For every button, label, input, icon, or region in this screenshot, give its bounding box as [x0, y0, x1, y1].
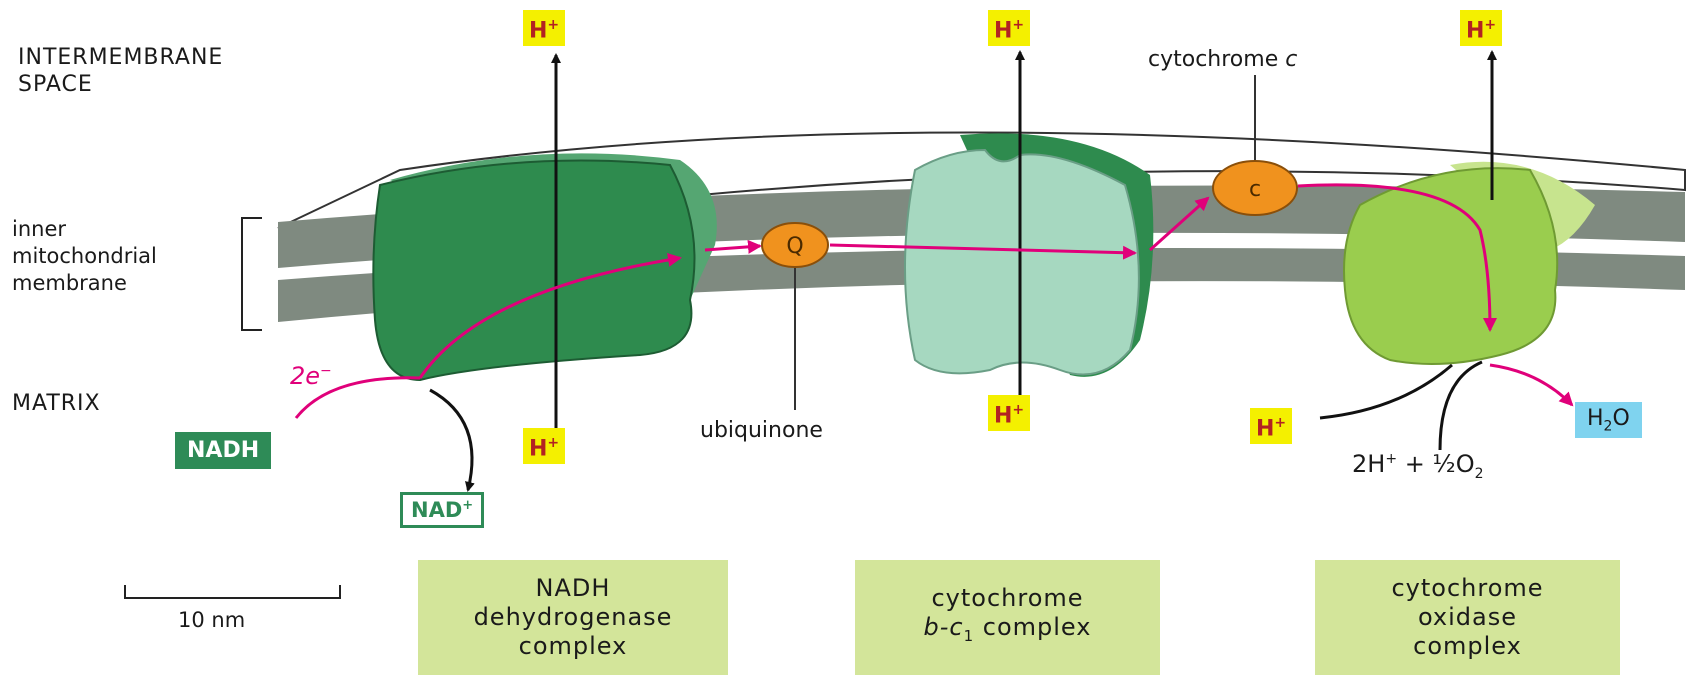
complex-i-shape	[373, 161, 694, 381]
h-plus-text: H	[994, 403, 1012, 428]
electron-pair-sup: −	[320, 363, 332, 379]
h-plus-text: H	[529, 436, 547, 461]
matrix-label: MATRIX	[12, 390, 101, 417]
complex-i-name-box: NADH dehydrogenase complex	[418, 560, 728, 675]
intermembrane-line-2: SPACE	[18, 71, 223, 98]
h-plus-text: H	[1466, 18, 1484, 43]
reaction-label: 2H+ + ½O2	[1352, 450, 1484, 482]
complex-iii-complex-word: complex	[974, 613, 1091, 641]
reaction-a: 2H	[1352, 450, 1385, 478]
intermembrane-space-label: INTERMEMBRANE SPACE	[18, 44, 223, 98]
reaction-a-sup: +	[1385, 451, 1397, 467]
h-plus-bottom-2: H+	[988, 395, 1030, 431]
cytochrome-c-label: cytochrome c	[1148, 47, 1297, 72]
complex-iv-shape	[1344, 168, 1557, 364]
complex-i-line-3: complex	[519, 632, 628, 661]
complex-iv-name-box: cytochrome oxidase complex	[1315, 560, 1620, 675]
h-plus-sup: +	[1012, 17, 1024, 33]
h-plus-text: H	[1256, 416, 1274, 441]
cytochrome-c-symbol: c	[1249, 177, 1261, 202]
electron-path-to-water	[1490, 365, 1572, 405]
membrane-line-3: membrane	[12, 270, 157, 297]
h-plus-text: H	[529, 18, 547, 43]
h-plus-sup: +	[1274, 415, 1286, 431]
nad-base: NAD	[411, 498, 462, 522]
reaction-b-sub: 2	[1475, 466, 1484, 482]
h-plus-sup: +	[1012, 402, 1024, 418]
cytochrome-c-letter: c	[1285, 47, 1297, 72]
nad-plus-label: NAD+	[400, 492, 484, 528]
complex-iii-shape	[905, 150, 1139, 375]
complex-iii-line-1: cytochrome	[931, 584, 1083, 613]
h-plus-bottom-3: H+	[1250, 408, 1292, 444]
complex-iii-line-2: b-c1 complex	[924, 613, 1092, 651]
ubiquinone-label: ubiquinone	[700, 418, 823, 443]
complex-i-line-2: dehydrogenase	[474, 603, 673, 632]
h-plus-sup: +	[1484, 17, 1496, 33]
water-o: O	[1612, 406, 1629, 431]
nad-sup: +	[462, 498, 473, 513]
nadh-label: NADH	[175, 432, 271, 469]
reaction-b: + ½O	[1397, 450, 1475, 478]
membrane-bracket	[242, 218, 262, 330]
h-plus-sup: +	[547, 435, 559, 451]
scale-label: 10 nm	[178, 608, 245, 632]
water-h: H	[1587, 406, 1604, 431]
electron-pair-text: 2e	[290, 362, 320, 390]
ubiquinone-symbol: Q	[786, 234, 803, 259]
membrane-line-1: inner	[12, 216, 157, 243]
h-plus-sup: +	[547, 17, 559, 33]
complex-iv-line-3: complex	[1413, 632, 1522, 661]
cytochrome-c-prefix: cytochrome	[1148, 47, 1278, 72]
complex-iii-bc: b-c	[924, 613, 964, 641]
oxygen-uptake-curve	[1440, 362, 1482, 450]
proton-uptake-curve	[1320, 365, 1452, 418]
complex-iii-sub: 1	[964, 627, 975, 645]
nadh-oxidation-arrow	[430, 390, 472, 490]
h-plus-text: H	[994, 18, 1012, 43]
inner-membrane-label: inner mitochondrial membrane	[12, 216, 157, 297]
h-plus-top-3: H+	[1460, 10, 1502, 46]
complex-iv-line-1: cytochrome	[1391, 574, 1543, 603]
complex-iii-name-box: cytochrome b-c1 complex	[855, 560, 1160, 675]
intermembrane-line-1: INTERMEMBRANE	[18, 44, 223, 71]
electron-pair-label: 2e−	[290, 362, 332, 390]
h-plus-top-1: H+	[523, 10, 565, 46]
complex-iv-line-2: oxidase	[1418, 603, 1517, 632]
scale-bar	[125, 585, 340, 598]
h-plus-top-2: H+	[988, 10, 1030, 46]
h-plus-bottom-1: H+	[523, 428, 565, 464]
water-label: H2O	[1575, 402, 1642, 438]
complex-i-line-1: NADH	[536, 574, 611, 603]
membrane-line-2: mitochondrial	[12, 243, 157, 270]
